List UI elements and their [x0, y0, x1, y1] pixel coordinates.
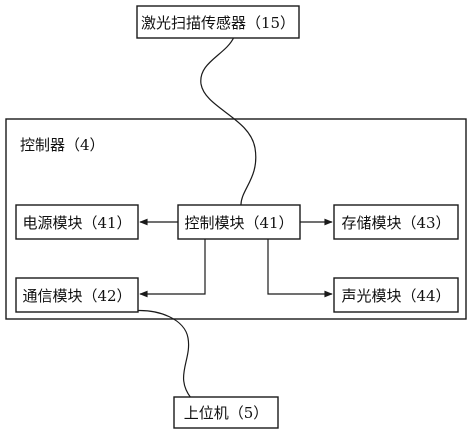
comm-module-box: 通信模块（42）: [15, 277, 139, 313]
storage-module-label: 存储模块（43）: [341, 214, 450, 232]
host-cable: [129, 309, 192, 399]
power-module-box: 电源模块（41）: [15, 204, 139, 240]
storage-module-box: 存储模块（43）: [333, 204, 459, 240]
laser-sensor-box: 激光扫描传感器（15）: [136, 5, 300, 39]
controller-title: 控制器（4）: [20, 136, 105, 154]
control-module-label: 控制模块（41）: [184, 214, 293, 232]
arrow-control-to-sound-light: [267, 239, 333, 298]
controller-frame: [5, 118, 467, 320]
control-module-box: 控制模块（41）: [177, 204, 301, 240]
laser-sensor-label: 激光扫描传感器（15）: [141, 14, 295, 32]
host-computer-label: 上位机（5）: [184, 404, 269, 422]
arrow-control-to-comm: [139, 239, 206, 298]
host-computer-box: 上位机（5）: [173, 396, 279, 429]
sound-light-module-label: 声光模块（44）: [341, 287, 450, 305]
sound-light-module-box: 声光模块（44）: [333, 277, 459, 313]
comm-module-label: 通信模块（42）: [22, 287, 131, 305]
power-module-label: 电源模块（41）: [22, 214, 131, 232]
sensor-cable: [200, 36, 257, 207]
